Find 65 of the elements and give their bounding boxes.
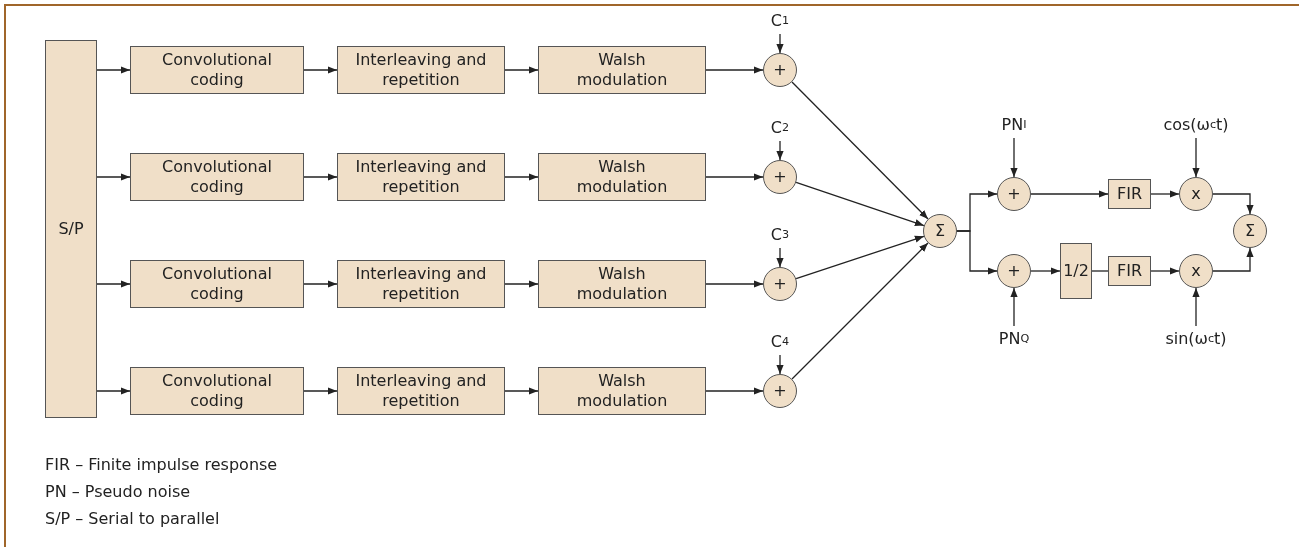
arrow: [705, 387, 764, 395]
arrow: [504, 173, 539, 181]
process-box: Convolutional coding: [130, 260, 304, 308]
process-box: Convolutional coding: [130, 153, 304, 201]
note-text: S/P – Serial to parallel: [45, 509, 220, 528]
adder-circle: +: [997, 254, 1031, 288]
arrow: [1150, 190, 1180, 198]
arrow: [1010, 137, 1018, 178]
summer-circle: Σ: [1233, 214, 1267, 248]
arrow: [791, 242, 929, 380]
adder-circle: +: [997, 177, 1031, 211]
note-text: FIR – Finite impulse response: [45, 455, 278, 474]
arrow: [96, 173, 131, 181]
arrow: [1150, 267, 1180, 275]
process-box: Walsh modulation: [538, 153, 706, 201]
arrow: [705, 173, 764, 181]
arrow: [1030, 267, 1061, 275]
arrow: [303, 66, 338, 74]
arrow: [776, 140, 784, 161]
arrow: [504, 280, 539, 288]
gain-box: 1/2: [1060, 243, 1092, 299]
filter-box: FIR: [1108, 256, 1151, 286]
process-box: S/P: [45, 40, 97, 418]
arrow: [504, 387, 539, 395]
process-box: Interleaving and repetition: [337, 153, 505, 201]
arrow: [1192, 137, 1200, 178]
arrow: [1192, 287, 1200, 327]
arrow: [776, 247, 784, 268]
process-box: Walsh modulation: [538, 260, 706, 308]
connector-line: [1091, 270, 1109, 272]
arrow: [504, 66, 539, 74]
process-box: Interleaving and repetition: [337, 46, 505, 94]
multiplier-circle: x: [1179, 254, 1213, 288]
process-box: Walsh modulation: [538, 367, 706, 415]
adder-circle: +: [763, 374, 797, 408]
multiplier-circle: x: [1179, 177, 1213, 211]
arrow: [1010, 287, 1018, 327]
adder-circle: +: [763, 53, 797, 87]
process-box: Interleaving and repetition: [337, 367, 505, 415]
arrow: [795, 235, 925, 280]
arrow: [303, 280, 338, 288]
arrow: [776, 33, 784, 54]
process-box: Convolutional coding: [130, 46, 304, 94]
arrow: [791, 81, 929, 220]
arrow: [956, 230, 998, 275]
arrow: [303, 173, 338, 181]
adder-circle: +: [763, 267, 797, 301]
adder-circle: +: [763, 160, 797, 194]
arrow: [96, 280, 131, 288]
arrow: [1212, 193, 1254, 215]
process-box: Interleaving and repetition: [337, 260, 505, 308]
summer-circle: Σ: [923, 214, 957, 248]
filter-box: FIR: [1108, 179, 1151, 209]
arrow: [96, 66, 131, 74]
arrow: [96, 387, 131, 395]
arrow: [705, 66, 764, 74]
arrow: [705, 280, 764, 288]
arrow: [1212, 247, 1254, 272]
process-box: Convolutional coding: [130, 367, 304, 415]
note-text: PN – Pseudo noise: [45, 482, 191, 501]
process-box: Walsh modulation: [538, 46, 706, 94]
arrow: [303, 387, 338, 395]
arrow: [795, 181, 925, 227]
arrow: [1030, 190, 1109, 198]
arrow: [776, 354, 784, 375]
